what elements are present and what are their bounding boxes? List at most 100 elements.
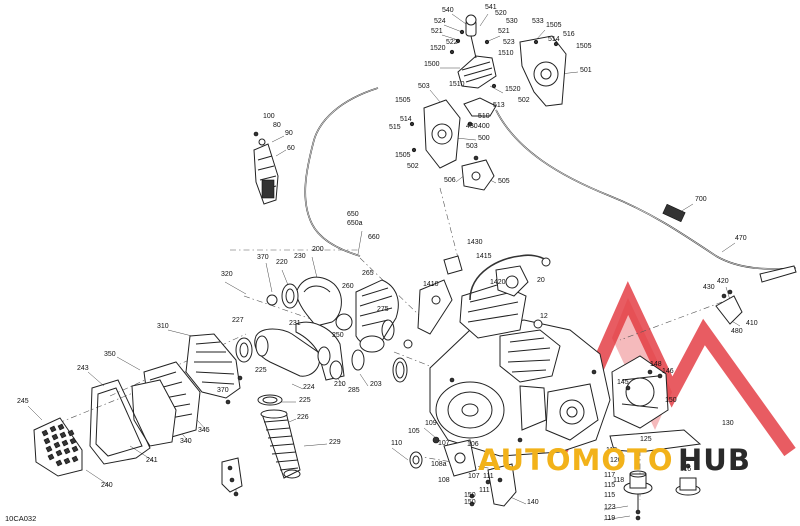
part-number-label: 90: [285, 130, 293, 137]
part-number-label: 265: [362, 270, 374, 277]
part-number-label: 146: [662, 368, 674, 375]
part-number-label: 100: [263, 113, 275, 120]
part-number-label: 470: [735, 235, 747, 242]
part-number-label: 1505: [395, 152, 411, 159]
shift-cable: [304, 87, 797, 283]
part-number-label: 150: [464, 492, 476, 499]
part-number-label: 350: [104, 351, 116, 358]
watermark-text: AUTOMOTO HUB: [478, 443, 750, 477]
part-number-label: 108: [438, 477, 450, 484]
watermark-text-a: AUTOMOTO: [478, 443, 673, 477]
part-number-label: 541: [485, 4, 497, 11]
part-number-label: 145: [617, 379, 629, 386]
connector-60: [253, 131, 279, 205]
part-number-label: 521: [431, 28, 443, 35]
part-number-label: 503: [418, 83, 430, 90]
part-number-label: 523: [503, 39, 515, 46]
part-number-label: 111: [479, 487, 490, 494]
bottom-bracket: [221, 457, 243, 497]
part-number-label: 12: [540, 313, 548, 320]
part-number-label: 480: [731, 328, 743, 335]
part-number-label: 502: [518, 97, 530, 104]
part-number-label: 148: [650, 361, 662, 368]
part-number-label: 226: [297, 414, 309, 421]
part-number-label: 370: [257, 254, 269, 261]
part-number-label: 123: [604, 504, 616, 511]
part-number-label: 345: [198, 427, 210, 434]
part-number-label: 430: [703, 284, 715, 291]
part-number-label: 243: [77, 365, 89, 372]
part-number-label: 533: [532, 18, 544, 25]
shifter-assembly: [409, 14, 567, 191]
filter-frame: [89, 379, 151, 465]
part-number-label: 125: [640, 436, 652, 443]
part-number-label: 115: [604, 492, 615, 499]
part-number-label: 506: [444, 177, 456, 184]
part-number-label: 516: [563, 31, 575, 38]
part-number-label: 224: [303, 384, 315, 391]
part-number-label: 514: [400, 116, 412, 123]
part-number-label: 80: [273, 122, 281, 129]
part-number-label: 515: [389, 124, 401, 131]
part-number-label: 1420: [490, 279, 506, 286]
part-number-label: 60: [287, 145, 295, 152]
part-number-label: 320: [221, 271, 233, 278]
part-number-label: 250: [332, 332, 344, 339]
part-number-label: 117: [604, 472, 615, 479]
part-number-label: 522: [446, 39, 458, 46]
engine-mount: [609, 429, 702, 521]
part-number-label: 231: [289, 320, 301, 327]
part-number-label: 107: [438, 440, 450, 447]
part-number-label: 700: [695, 196, 707, 203]
part-number-label: 540: [442, 7, 454, 14]
part-number-label: 120: [610, 457, 622, 464]
part-number-label: 260: [342, 283, 354, 290]
part-number-label: 430: [466, 123, 478, 130]
part-number-label: 505: [498, 178, 510, 185]
part-number-label: 241: [146, 457, 158, 464]
part-number-label: 203: [370, 381, 382, 388]
part-number-label: 530: [506, 18, 518, 25]
part-number-label: 111: [483, 473, 494, 480]
part-number-label: 227: [232, 317, 244, 324]
part-number-label: 113: [606, 447, 617, 454]
part-number-label: 220: [276, 259, 288, 266]
part-number-label: 1520: [505, 86, 521, 93]
part-number-label: 275: [377, 306, 389, 313]
part-number-label: 229: [329, 439, 341, 446]
left-mount: [409, 436, 517, 507]
part-number-label: 660: [368, 234, 380, 241]
part-number-label: 514: [548, 36, 560, 43]
part-number-label: 650: [347, 211, 359, 218]
part-number-label: 140: [527, 499, 539, 506]
part-number-label: 1510: [449, 81, 465, 88]
part-number-label: 116: [680, 466, 691, 473]
part-number-label: 240: [101, 482, 113, 489]
part-number-label: 524: [434, 18, 446, 25]
part-number-label: 105: [408, 428, 420, 435]
side-cover: [611, 355, 669, 429]
part-number-label: 245: [17, 398, 29, 405]
part-number-label: 340: [180, 438, 192, 445]
part-number-label: 1505: [576, 43, 592, 50]
part-number-label: 109: [425, 420, 437, 427]
part-number-label: 410: [746, 320, 758, 327]
part-number-label: 210: [334, 381, 346, 388]
part-number-label: 225: [299, 397, 311, 404]
part-number-label: 650a: [347, 220, 363, 227]
part-number-label: 106: [467, 441, 479, 448]
cable-bracket-410: [715, 289, 743, 325]
part-number-label: 115: [604, 482, 615, 489]
part-number-label: 285: [348, 387, 360, 394]
front-grille: [33, 417, 83, 477]
part-number-label: 503: [466, 143, 478, 150]
part-number-label: 1415: [476, 253, 492, 260]
part-number-label: 520: [495, 10, 507, 17]
part-number-label: 110: [391, 440, 402, 447]
part-number-label: 225: [255, 367, 267, 374]
part-number-label: 108a: [431, 461, 447, 468]
part-number-label: 1505: [395, 97, 411, 104]
part-number-label: 1510: [498, 50, 514, 57]
